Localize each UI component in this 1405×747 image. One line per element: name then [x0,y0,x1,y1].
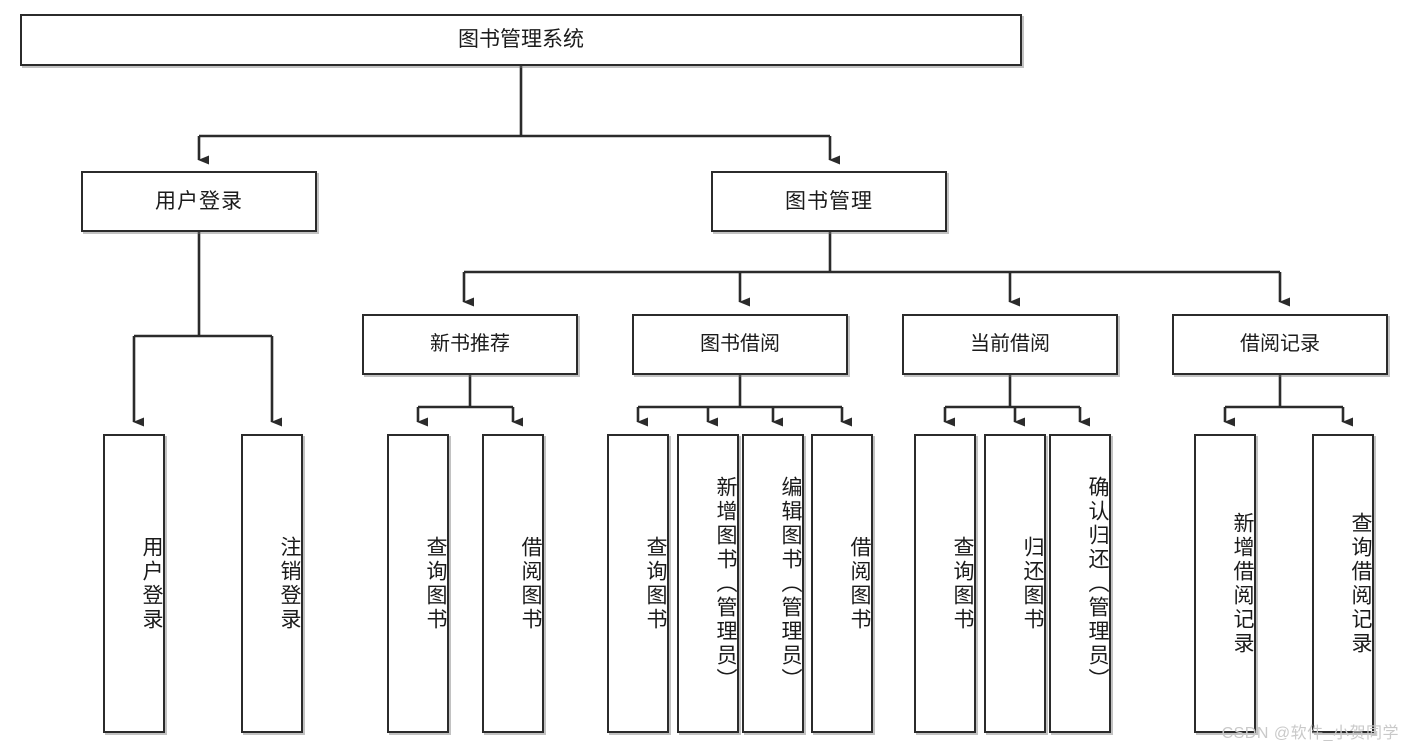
leaf-borrow-borrow-book[interactable]: 借阅图书 [811,434,873,733]
leaf-borrow-query-book[interactable]: 查询图书 [607,434,669,733]
leaf-current-return-book[interactable]: 归还图书 [984,434,1046,733]
leaf-record-query[interactable]: 查询借阅记录 [1312,434,1374,733]
node-root[interactable]: 图书管理系统 [20,14,1022,66]
leaf-record-add[interactable]: 新增借阅记录 [1194,434,1256,733]
node-book-borrow[interactable]: 图书借阅 [632,314,848,375]
node-new-book-recommend[interactable]: 新书推荐 [362,314,578,375]
leaf-current-query-book-label: 查询图书 [951,535,974,632]
leaf-user-login[interactable]: 用户登录 [103,434,165,733]
leaf-borrow-query-book-label: 查询图书 [644,535,667,632]
node-current-borrow-label: 当前借阅 [970,333,1050,356]
leaf-borrow-edit-book-label: 编辑图书（管理员） [779,475,802,692]
leaf-borrow-add-book[interactable]: 新增图书（管理员） [677,434,739,733]
leaf-borrow-borrow-book-label: 借阅图书 [848,535,871,632]
leaf-record-add-label: 新增借阅记录 [1231,511,1254,656]
leaf-user-logout-label: 注销登录 [278,535,301,632]
node-user-login[interactable]: 用户登录 [81,171,317,232]
leaf-recommend-borrow-book[interactable]: 借阅图书 [482,434,544,733]
node-user-login-label: 用户登录 [155,189,243,213]
leaf-user-logout[interactable]: 注销登录 [241,434,303,733]
node-borrow-record-label: 借阅记录 [1240,333,1320,356]
node-book-management-label: 图书管理 [785,189,873,213]
leaf-borrow-add-book-label: 新增图书（管理员） [714,475,737,692]
node-book-management[interactable]: 图书管理 [711,171,947,232]
leaf-current-confirm-return[interactable]: 确认归还（管理员） [1049,434,1111,733]
leaf-current-return-book-label: 归还图书 [1021,535,1044,632]
leaf-current-confirm-return-label: 确认归还（管理员） [1086,475,1109,692]
node-current-borrow[interactable]: 当前借阅 [902,314,1118,375]
leaf-recommend-borrow-book-label: 借阅图书 [519,535,542,632]
node-book-borrow-label: 图书借阅 [700,333,780,356]
watermark: CSDN @软件_小贺同学 [1221,725,1399,742]
node-new-book-recommend-label: 新书推荐 [430,333,510,356]
leaf-borrow-edit-book[interactable]: 编辑图书（管理员） [742,434,804,733]
node-borrow-record[interactable]: 借阅记录 [1172,314,1388,375]
node-root-label: 图书管理系统 [458,28,584,52]
leaf-recommend-query-book-label: 查询图书 [424,535,447,632]
leaf-current-query-book[interactable]: 查询图书 [914,434,976,733]
leaf-user-login-label: 用户登录 [140,535,163,632]
leaf-record-query-label: 查询借阅记录 [1349,511,1372,656]
leaf-recommend-query-book[interactable]: 查询图书 [387,434,449,733]
